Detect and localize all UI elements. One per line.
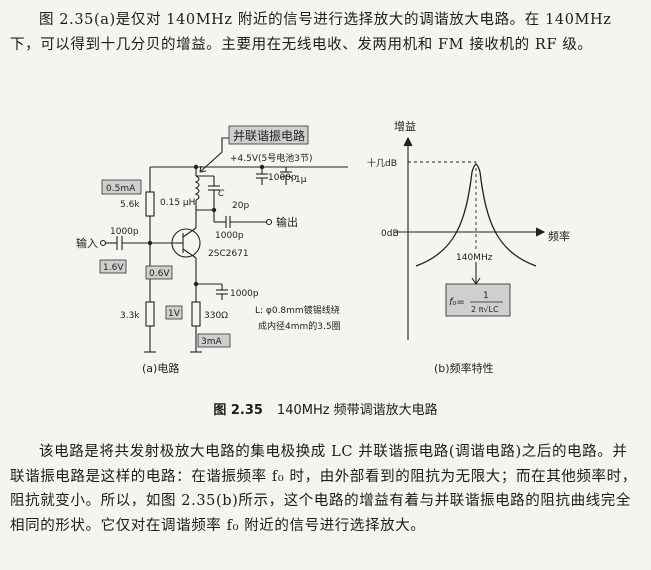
voltage-0-6V: 0.6V xyxy=(149,269,170,279)
supply-label: +4.5V(5号电池3节) xyxy=(230,152,313,164)
resistor-5k6 xyxy=(145,191,155,217)
figure-caption: 图 2.35 140MHz 频带调谐放大电路 xyxy=(0,399,651,418)
output-terminal xyxy=(265,218,273,226)
cap-1000p-out-label: 1000p xyxy=(215,231,244,241)
input-terminal xyxy=(99,239,107,247)
inductor-label: 0.15 μH xyxy=(160,198,195,208)
formula-lhs: f₀= xyxy=(449,297,465,308)
plot-zero-label: 0dB xyxy=(381,229,399,239)
plot-ylabel: 增益 xyxy=(394,119,416,133)
r-330-label: 330Ω xyxy=(204,311,228,321)
figure-number: 图 2.35 xyxy=(213,403,263,418)
cap-1000p-top-label: 1000p xyxy=(268,173,297,183)
resistor-3k3 xyxy=(145,301,155,327)
cap-20p-label: 20p xyxy=(232,201,249,211)
output-label: 输出 xyxy=(276,215,298,229)
current-3mA: 3mA xyxy=(201,337,222,347)
intro-paragraph: 图 2.35(a)是仅对 140MHz 附近的信号进行选择放大的调谐放大电路。在… xyxy=(10,12,612,53)
transistor-label: 2SC2671 xyxy=(208,249,249,259)
coil-note-line2: 成内径4mm的3.5圈 xyxy=(258,320,341,332)
formula-box xyxy=(445,283,511,317)
input-label: 输入 xyxy=(76,236,98,250)
resistor-330 xyxy=(191,301,201,327)
voltage-1-6V: 1.6V xyxy=(103,263,124,273)
cap-decoupling-1u xyxy=(279,175,293,179)
formula-numerator: 1 xyxy=(483,291,489,301)
current-0-5mA: 0.5mA xyxy=(106,184,136,194)
cap-1u-label: 1μ xyxy=(295,175,307,185)
explanation-paragraph: 该电路是将共发射极放大电路的集电极换成 LC 并联谐振电路(调谐电路)之后的电路… xyxy=(10,444,637,534)
coil-note-line1: L: φ0.8mm镀锡线绕 xyxy=(255,304,340,316)
plot-peak-label: 十几dB xyxy=(367,157,397,169)
circuit-label: (a)电路 xyxy=(142,362,179,375)
transistor-2sc2671 xyxy=(171,228,201,258)
response-curve xyxy=(415,163,537,267)
plot-xlabel: 频率 xyxy=(548,229,570,243)
cap-1000p-emitter-label: 1000p xyxy=(230,289,259,299)
plot-center-label: 140MHz xyxy=(456,253,493,263)
inductor-0-15uH xyxy=(194,175,200,201)
circuit-title: 并联谐振电路 xyxy=(233,128,305,143)
formula-denominator: 2 π√LC xyxy=(471,305,499,314)
cap-c-label: C xyxy=(218,189,225,199)
plot-label: (b)频率特性 xyxy=(434,361,494,375)
figure-caption-text: 140MHz 频带调谐放大电路 xyxy=(276,403,438,418)
voltage-1V: 1V xyxy=(168,309,181,319)
r-3k3-label: 3.3k xyxy=(120,311,140,321)
r-5k6-label: 5.6k xyxy=(120,200,140,210)
cap-1000p-in-label: 1000p xyxy=(110,227,139,237)
